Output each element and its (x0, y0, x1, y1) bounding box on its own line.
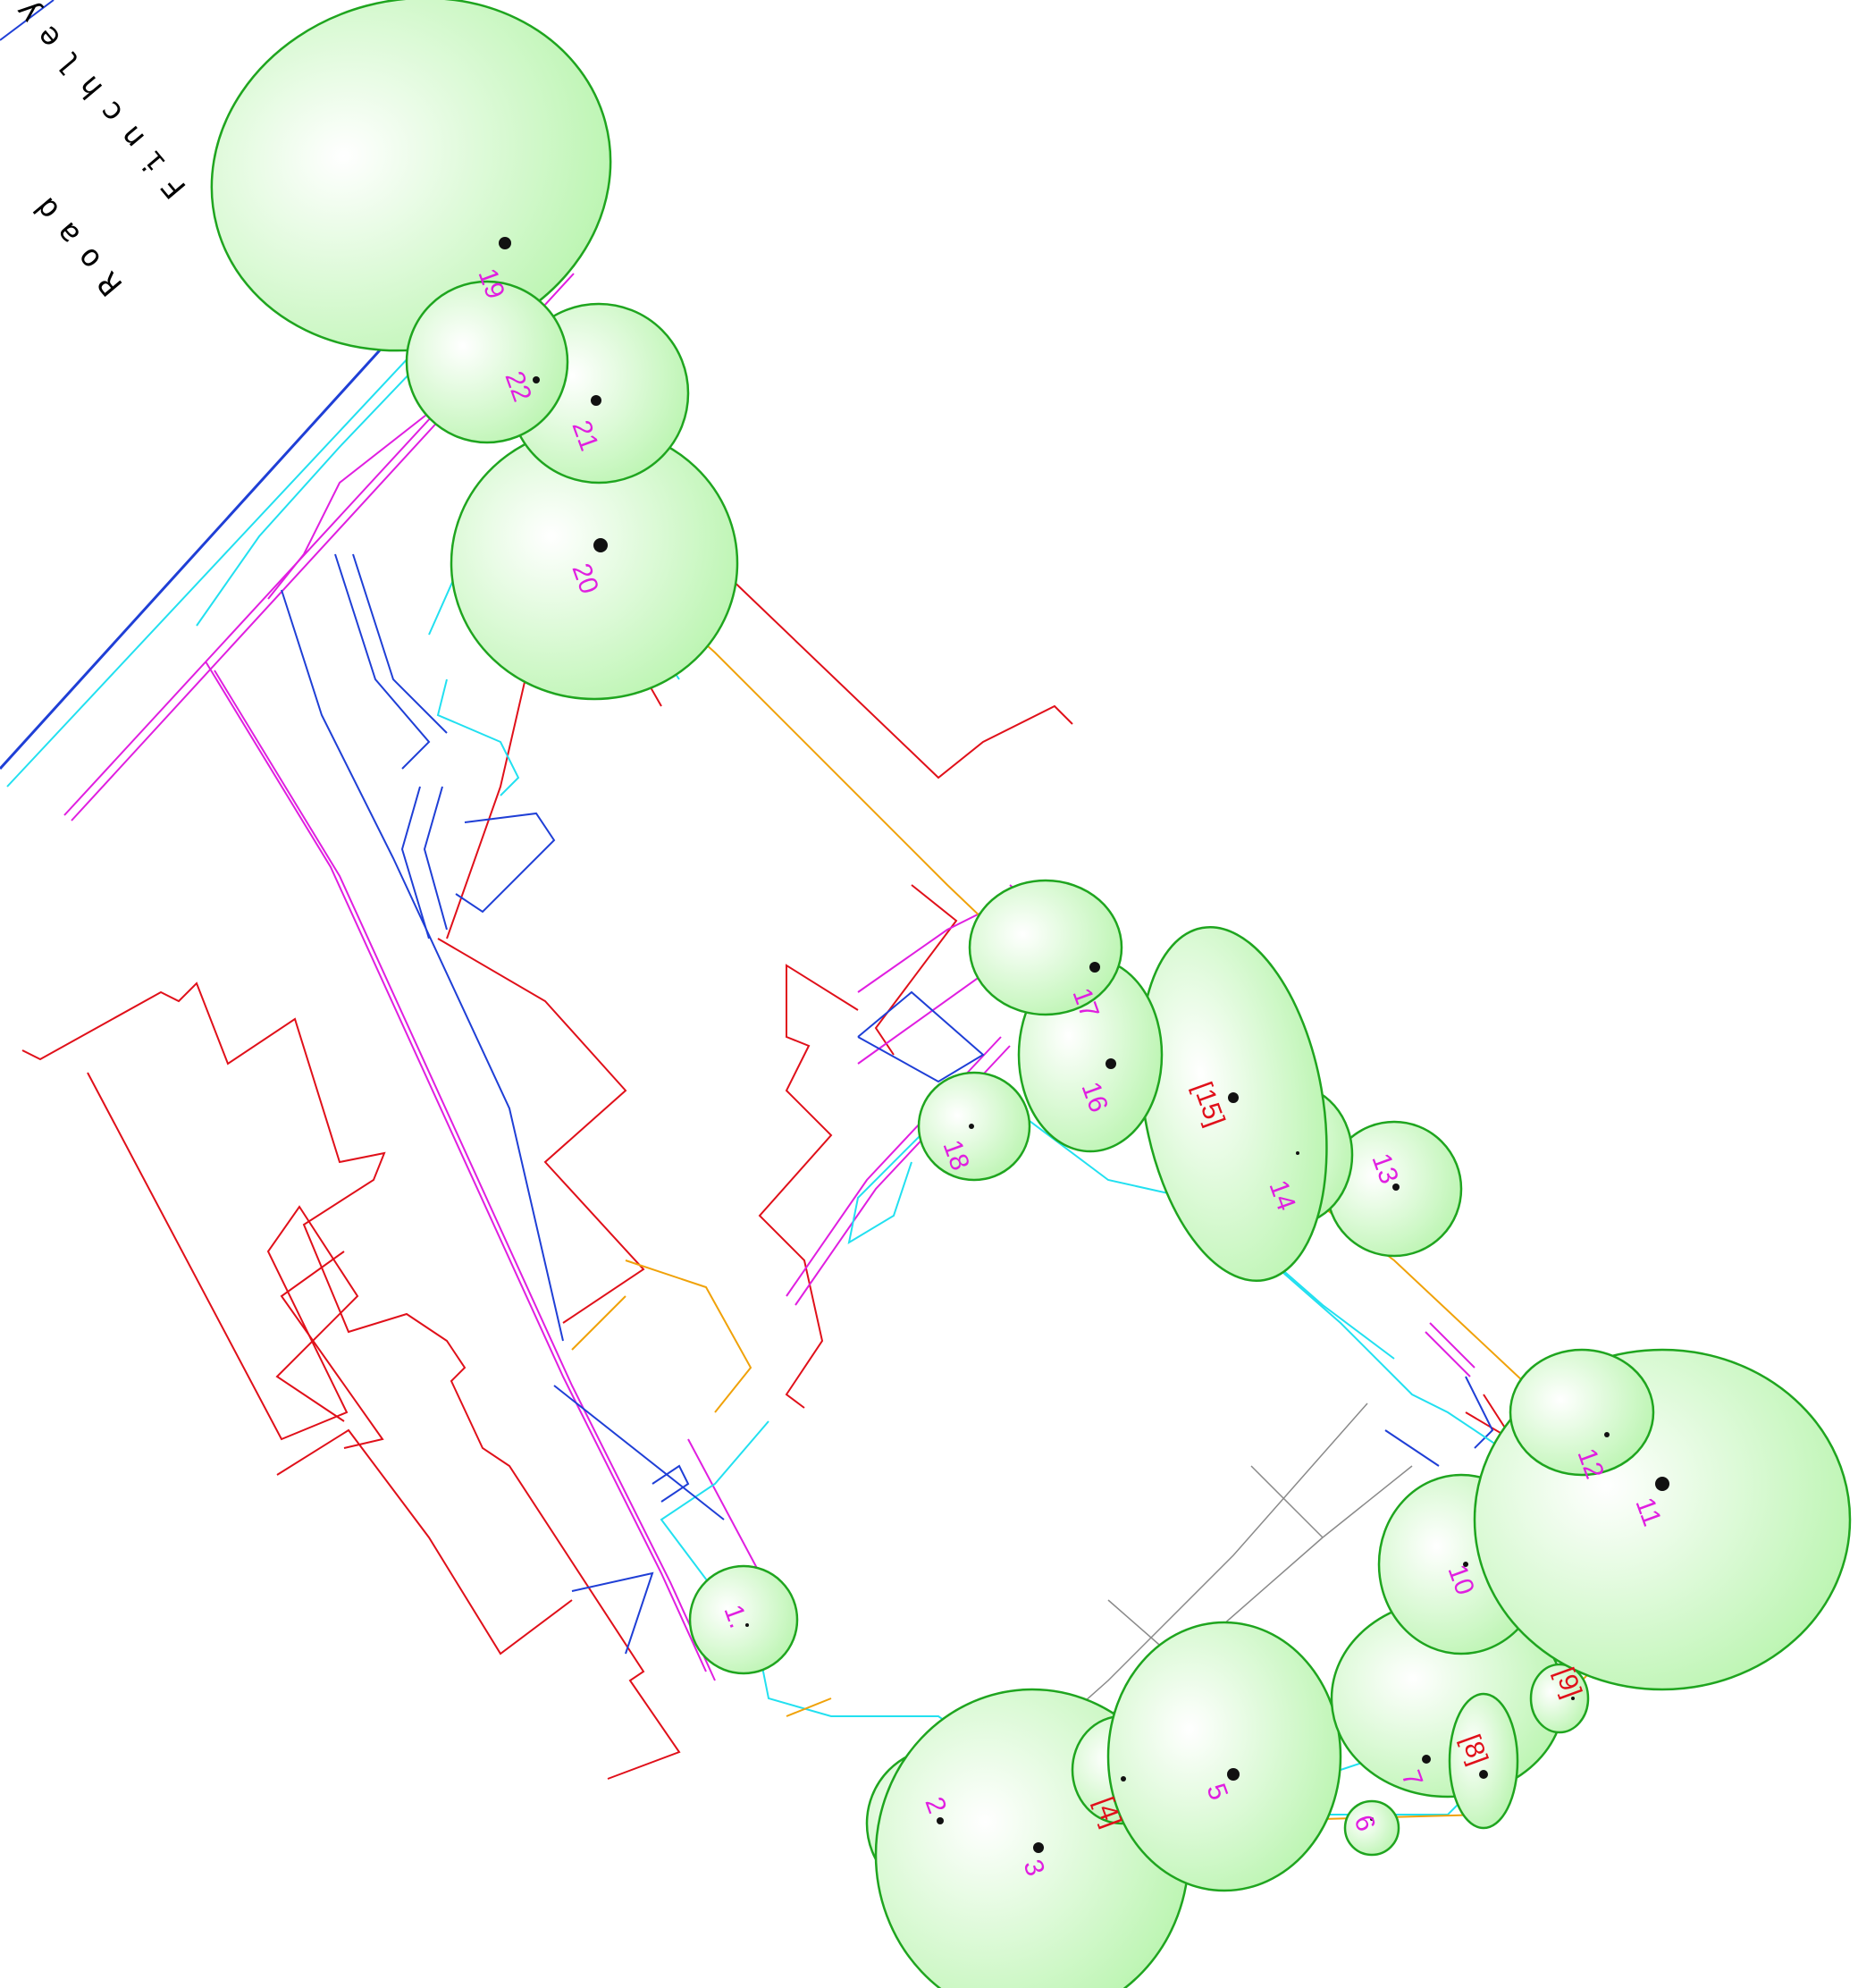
neighbour-boundary (21, 981, 681, 1780)
trunk-t2 (937, 1817, 944, 1824)
fences (281, 589, 1440, 1520)
canopy-t6 (1343, 1799, 1400, 1857)
canopy-t1 (688, 1564, 799, 1675)
canopy-t5 (1106, 1621, 1342, 1892)
canopy-t15 (1139, 926, 1328, 1282)
road-name: Finchley Road (0, 0, 194, 302)
trunk-t6 (1370, 1817, 1374, 1821)
trunk-t13 (1392, 1184, 1400, 1191)
trunk-t18 (969, 1124, 974, 1129)
trunk-t15 (1228, 1092, 1239, 1103)
canopy-t8 (1448, 1692, 1519, 1830)
trunk-t5 (1227, 1768, 1240, 1781)
road-name-first: Finchley (0, 0, 194, 206)
trunk-t7 (1422, 1755, 1431, 1764)
trunk-t14 (1296, 1151, 1299, 1155)
trunk-t3 (1033, 1842, 1044, 1853)
trunk-t20 (593, 538, 608, 552)
trunk-t12 (1604, 1432, 1610, 1437)
tree-canopies (210, 0, 1852, 1988)
canopy-t12 (1509, 1348, 1655, 1477)
tree-trunks (499, 237, 1669, 1853)
canopy-t17 (968, 879, 1123, 1016)
trunk-t11 (1655, 1477, 1669, 1491)
walls (205, 267, 1475, 1681)
trunk-t16 (1106, 1058, 1116, 1069)
staircases (334, 553, 1494, 1655)
trunk-t21 (591, 395, 601, 406)
trunk-t17 (1089, 962, 1100, 973)
canopy-t9 (1529, 1663, 1590, 1734)
trunk-t22 (533, 376, 540, 383)
trunk-t1 (745, 1623, 749, 1627)
trunk-t9 (1571, 1697, 1575, 1700)
road-name-suffix: Road (18, 179, 129, 301)
trunk-t4 (1121, 1776, 1126, 1782)
trunk-t10 (1463, 1562, 1468, 1567)
canopy-t22 (405, 280, 569, 444)
trunk-t19 (499, 237, 511, 249)
trunk-t8 (1479, 1770, 1488, 1779)
